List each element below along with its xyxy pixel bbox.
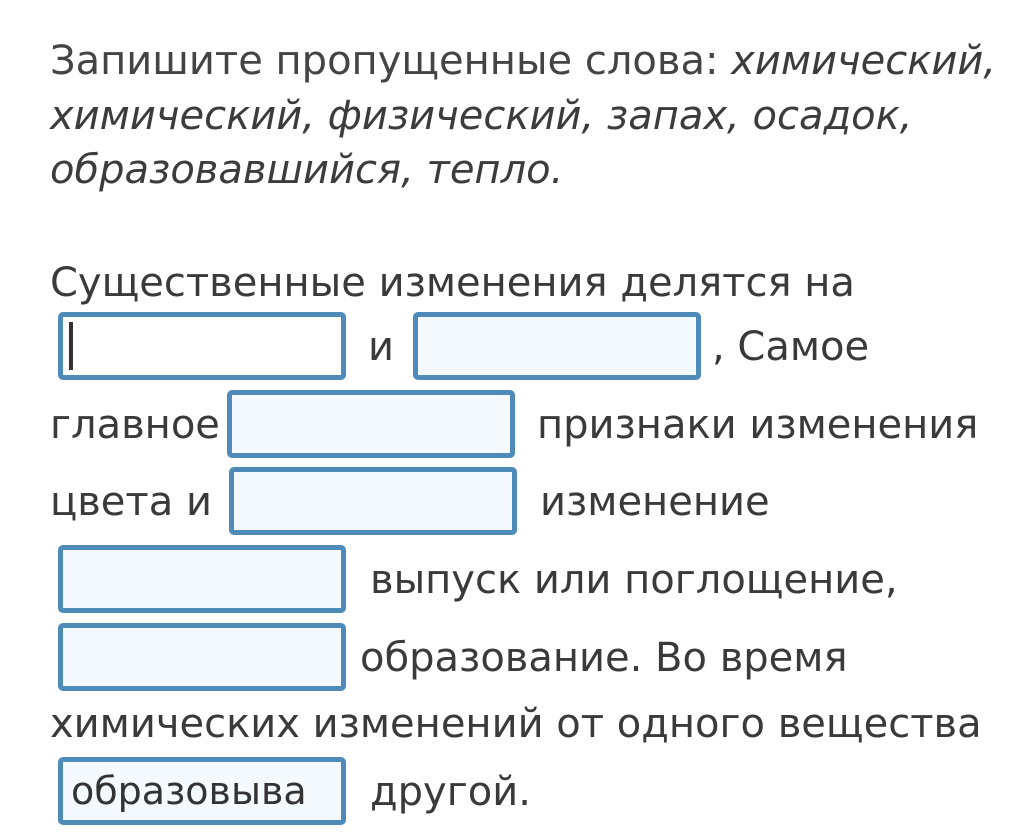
instruction-prefix: Запишите пропущенные слова: bbox=[50, 38, 732, 84]
text-segment-10: химических изменений от одного вещества bbox=[50, 701, 982, 747]
blank-input-1[interactable] bbox=[58, 312, 346, 380]
instruction-line-1: Запишите пропущенные слова: химический, bbox=[50, 34, 996, 88]
text-segment-3: , Самое bbox=[712, 324, 870, 370]
text-segment-11: другой. bbox=[370, 769, 531, 815]
text-segment-1: Существенные изменения делятся на bbox=[50, 260, 855, 306]
text-segment-4: главное bbox=[50, 402, 220, 448]
text-segment-5: признаки изменения bbox=[537, 402, 979, 448]
text-segment-6: цвета и bbox=[50, 479, 212, 525]
word-list-part-2: химический, физический, запах, осадок, bbox=[50, 93, 913, 139]
text-cursor bbox=[69, 322, 73, 370]
word-list-part-3: образовавшийся, тепло. bbox=[50, 147, 564, 193]
text-segment-8: выпуск или поглощение, bbox=[370, 557, 898, 603]
blank-input-3[interactable] bbox=[227, 390, 515, 458]
text-segment-2: и bbox=[368, 324, 394, 370]
blank-input-7[interactable] bbox=[58, 757, 346, 825]
text-segment-9: образование. Во время bbox=[360, 635, 848, 681]
word-list-part-1: химический, bbox=[731, 38, 997, 84]
blank-input-2[interactable] bbox=[413, 312, 701, 380]
blank-input-6[interactable] bbox=[58, 623, 346, 691]
blank-input-5[interactable] bbox=[58, 545, 346, 613]
blank-input-4[interactable] bbox=[229, 467, 517, 535]
text-segment-7: изменение bbox=[540, 479, 770, 525]
